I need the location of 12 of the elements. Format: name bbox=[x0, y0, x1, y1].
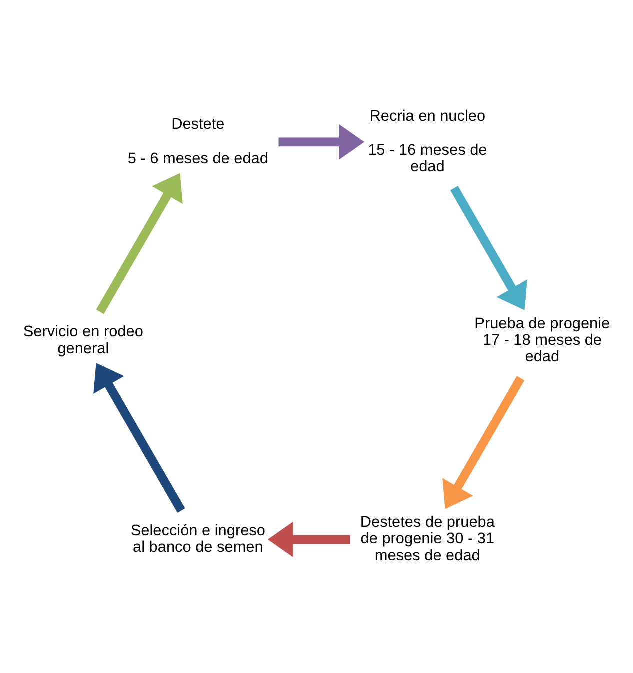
arrow bbox=[442, 376, 525, 510]
arrow bbox=[268, 522, 350, 558]
arrow bbox=[94, 363, 186, 513]
arrow bbox=[96, 173, 183, 314]
arrow bbox=[278, 124, 365, 160]
node-text: Selección e ingreso al banco de semen bbox=[130, 522, 266, 556]
node-text: Destete 5 - 6 meses de edad bbox=[128, 116, 268, 168]
node-text: Destetes de prueba de progenie 30 - 31 meses de edad bbox=[360, 514, 495, 564]
arrow bbox=[450, 186, 528, 310]
node-text: Recria en nucleo 15 - 16 meses de edad bbox=[368, 108, 488, 176]
node-text: Servicio en rodeo general bbox=[23, 324, 144, 358]
node-text: Prueba de progenie 17 - 18 meses de edad bbox=[474, 315, 610, 366]
